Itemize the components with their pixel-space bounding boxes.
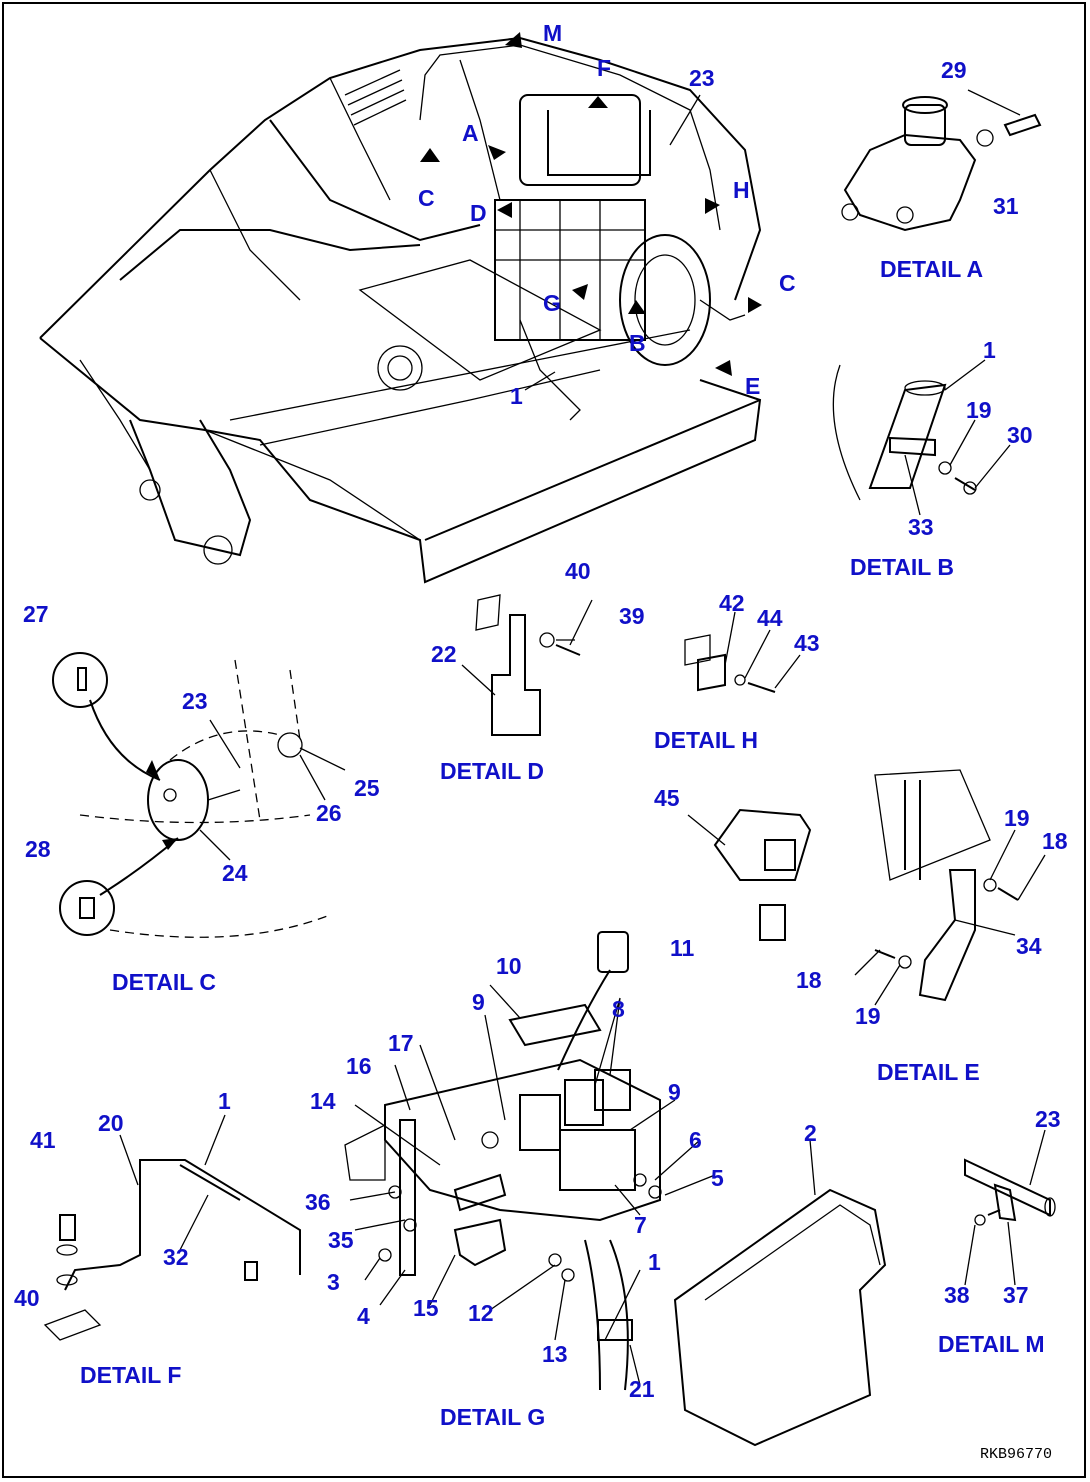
callout-c-27: 27 bbox=[23, 601, 49, 627]
callout-g-8: 8 bbox=[612, 996, 625, 1022]
detail-e-title: DETAIL E bbox=[877, 1059, 980, 1085]
detail-f-title: DETAIL F bbox=[80, 1362, 181, 1388]
drawing-code: RKB96770 bbox=[980, 1446, 1052, 1463]
callout-f-40: 40 bbox=[14, 1285, 40, 1311]
callout-g-5: 5 bbox=[711, 1165, 724, 1191]
callout-b-19: 19 bbox=[966, 397, 992, 423]
callout-main-23: 23 bbox=[689, 65, 715, 91]
detail-c-title: DETAIL C bbox=[112, 969, 216, 995]
detail-h-title: DETAIL H bbox=[654, 727, 758, 753]
callout-g-6: 6 bbox=[689, 1127, 702, 1153]
callout-g-11: 11 bbox=[670, 935, 695, 961]
callout-g-10: 10 bbox=[496, 953, 522, 979]
callout-e-19a: 19 bbox=[1004, 805, 1030, 831]
callout-g-3: 3 bbox=[327, 1269, 340, 1295]
callout-h-42: 42 bbox=[719, 590, 745, 616]
detail-a-title: DETAIL A bbox=[880, 256, 983, 282]
callout-g-9a: 9 bbox=[472, 989, 485, 1015]
callout-g-12: 12 bbox=[468, 1300, 494, 1326]
part-callouts: 23 1 29 31 1 19 30 33 27 23 25 26 28 24 … bbox=[14, 57, 1068, 1402]
detail-c-drawing bbox=[52, 652, 346, 938]
view-ref-g: G bbox=[543, 290, 561, 316]
callout-h-43: 43 bbox=[794, 630, 820, 656]
detail-g-title: DETAIL G bbox=[440, 1404, 545, 1430]
detail-g-drawing bbox=[344, 931, 887, 1447]
view-ref-e: E bbox=[745, 373, 760, 399]
callout-c-28: 28 bbox=[25, 836, 51, 862]
callout-m-38: 38 bbox=[944, 1282, 970, 1308]
view-reference-labels: M F A C D H G B C E bbox=[418, 20, 796, 399]
callout-h-44: 44 bbox=[757, 605, 783, 631]
view-ref-f: F bbox=[597, 55, 611, 81]
callout-g-2: 2 bbox=[804, 1120, 817, 1146]
callout-c-23: 23 bbox=[182, 688, 208, 714]
main-assembly-view bbox=[39, 32, 762, 584]
callout-a-31: 31 bbox=[993, 193, 1019, 219]
view-ref-c-top: C bbox=[418, 185, 435, 211]
callout-b-30: 30 bbox=[1007, 422, 1033, 448]
callout-g-16: 16 bbox=[346, 1053, 372, 1079]
callout-d-40: 40 bbox=[565, 558, 591, 584]
view-ref-c-right: C bbox=[779, 270, 796, 296]
detail-m-title: DETAIL M bbox=[938, 1331, 1044, 1357]
callout-g-36: 36 bbox=[305, 1189, 331, 1215]
detail-f-drawing bbox=[43, 1114, 301, 1341]
detail-e-drawing bbox=[687, 769, 1046, 1006]
callout-m-23: 23 bbox=[1035, 1106, 1061, 1132]
detail-b-title: DETAIL B bbox=[850, 554, 954, 580]
detail-m-drawing bbox=[964, 1129, 1056, 1286]
callout-e-18b: 18 bbox=[796, 967, 822, 993]
callout-m-37: 37 bbox=[1003, 1282, 1029, 1308]
detail-b-drawing bbox=[832, 359, 1011, 516]
detail-a-drawing bbox=[841, 89, 1042, 232]
callout-main-1: 1 bbox=[510, 383, 523, 409]
callout-d-22: 22 bbox=[431, 641, 457, 667]
view-ref-h: H bbox=[733, 177, 750, 203]
callout-b-1: 1 bbox=[983, 337, 996, 363]
view-ref-d: D bbox=[470, 200, 487, 226]
callout-f-1: 1 bbox=[218, 1088, 231, 1114]
callout-a-29: 29 bbox=[941, 57, 967, 83]
callout-c-26: 26 bbox=[316, 800, 342, 826]
callout-g-9b: 9 bbox=[668, 1079, 681, 1105]
callout-g-21: 21 bbox=[629, 1376, 655, 1402]
callout-d-39: 39 bbox=[619, 603, 645, 629]
callout-g-1: 1 bbox=[648, 1249, 661, 1275]
callout-f-41: 41 bbox=[30, 1127, 56, 1153]
detail-h-drawing bbox=[684, 611, 801, 693]
detail-titles: DETAIL A DETAIL B DETAIL C DETAIL D DETA… bbox=[80, 256, 1044, 1430]
callout-b-33: 33 bbox=[908, 514, 934, 540]
view-ref-a: A bbox=[462, 120, 479, 146]
callout-e-19b: 19 bbox=[855, 1003, 881, 1029]
view-ref-m: M bbox=[543, 20, 562, 46]
callout-f-32: 32 bbox=[163, 1244, 189, 1270]
callout-g-15: 15 bbox=[413, 1295, 439, 1321]
callout-e-18a: 18 bbox=[1042, 828, 1068, 854]
callout-g-14: 14 bbox=[310, 1088, 336, 1114]
callout-g-7: 7 bbox=[634, 1212, 647, 1238]
detail-d-drawing bbox=[461, 594, 593, 736]
view-ref-b: B bbox=[629, 330, 646, 356]
callout-c-24: 24 bbox=[222, 860, 248, 886]
callout-e-45: 45 bbox=[654, 785, 680, 811]
callout-g-4: 4 bbox=[357, 1303, 370, 1329]
callout-g-13: 13 bbox=[542, 1341, 568, 1367]
detail-d-title: DETAIL D bbox=[440, 758, 544, 784]
callout-g-35: 35 bbox=[328, 1227, 354, 1253]
callout-c-25: 25 bbox=[354, 775, 380, 801]
callout-e-34: 34 bbox=[1016, 933, 1042, 959]
callout-g-17: 17 bbox=[388, 1030, 414, 1056]
callout-f-20: 20 bbox=[98, 1110, 124, 1136]
